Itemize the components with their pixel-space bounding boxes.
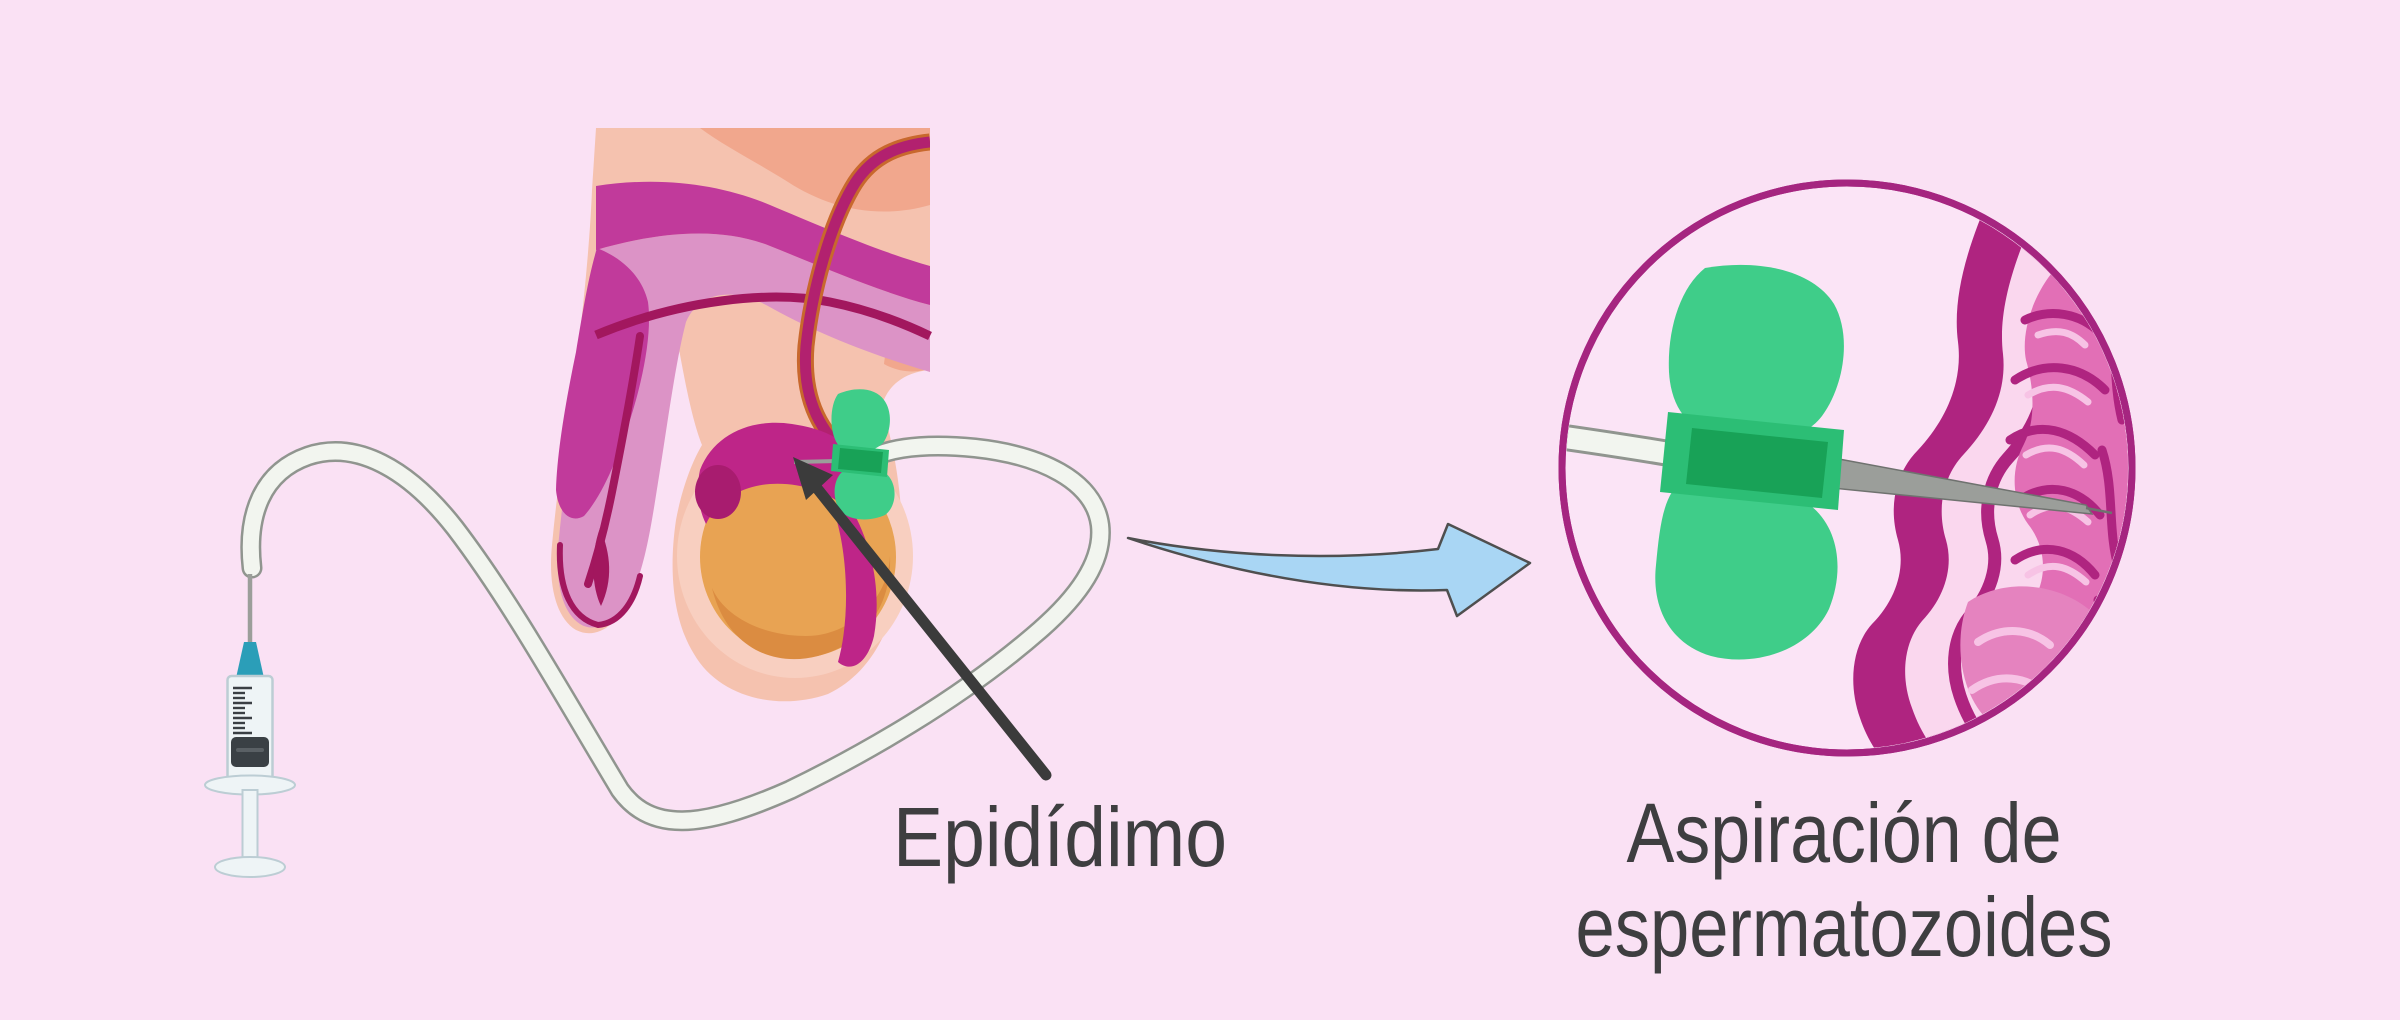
epididymis-head-tip	[695, 465, 741, 519]
aspiration-label-line2: espermatozoides	[1576, 880, 2113, 974]
pointer-line	[810, 481, 1052, 781]
corpus-band-top	[596, 181, 930, 305]
butterfly-wing-lower	[834, 466, 895, 520]
corpus-band-shaft	[556, 248, 650, 519]
catheter-tube	[240, 435, 1111, 832]
epididymis-head	[698, 422, 868, 524]
detail-wing-lower	[1655, 482, 1838, 660]
syringe-needle-hub	[236, 642, 264, 678]
detail-butterfly-needle	[1655, 264, 1844, 660]
butterfly-needle	[793, 389, 895, 520]
epididymis-label: Epidídimo	[893, 790, 1227, 884]
aspiration-label-line1: Aspiración de	[1627, 786, 2062, 880]
penis-mauve-layer	[557, 233, 930, 628]
detail-circle-border	[1558, 179, 2136, 757]
tubule-highlights	[2022, 328, 2092, 586]
label-pointer-arrow	[793, 457, 1052, 781]
glans-outline	[556, 542, 643, 629]
zoom-arrow-icon	[1126, 522, 1532, 618]
epididymis-tail	[836, 500, 877, 667]
anatomy-cross-section	[551, 128, 932, 702]
syringe-thumb-rest	[214, 856, 286, 878]
syringe-plunger-rod	[241, 789, 259, 865]
tube-body	[242, 438, 1109, 829]
detail-hub	[1686, 428, 1828, 498]
detail-wing-upper	[1668, 264, 1844, 444]
syringe-icon	[204, 574, 296, 878]
pointer-head	[793, 457, 833, 500]
skin-shade-patch	[700, 128, 930, 212]
meatus-mark	[593, 528, 610, 606]
vas-deferens	[796, 133, 930, 459]
butterfly-hub	[838, 448, 883, 473]
syringe-scale-ticks	[233, 686, 252, 735]
vas-deferens-core	[799, 136, 930, 457]
butterfly-wing-upper	[831, 389, 890, 453]
detail-circle-content	[1566, 187, 2128, 749]
syringe-stopper-slit	[236, 748, 264, 752]
epididymis-detail-circle	[1558, 179, 2136, 757]
detail-needle-tip	[2085, 506, 2113, 515]
